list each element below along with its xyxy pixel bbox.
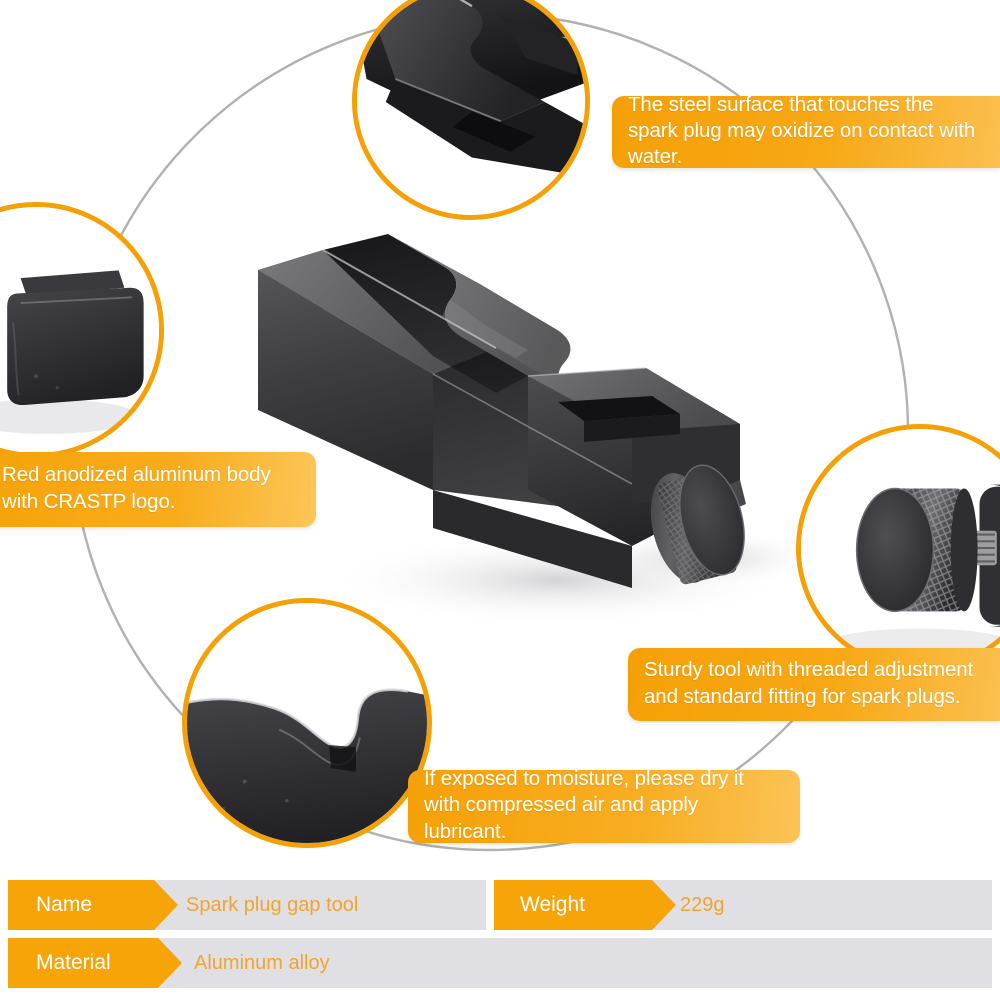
callout-label-left: Red anodized aluminum body with CRASTP l… xyxy=(0,452,316,527)
zoom-callout-top xyxy=(352,0,590,220)
spec-key-material: Material xyxy=(8,938,182,988)
zoom-callout-right xyxy=(796,424,1000,672)
spec-table-row: Material Aluminum alloy xyxy=(8,938,992,988)
zoom-callout-bottom xyxy=(182,598,432,848)
spec-table: Name Spark plug gap tool Weight 229g Mat… xyxy=(8,880,992,996)
callout-label-top: The steel surface that touches the spark… xyxy=(612,93,1000,168)
callout-label-bottom: If exposed to moisture, please dry it wi… xyxy=(408,767,800,843)
product-photo-main xyxy=(258,234,808,626)
closeup-knurled-knob-photo xyxy=(801,429,1000,667)
spec-key-weight: Weight xyxy=(494,880,676,930)
callout-label-top-text: The steel surface that touches the spark… xyxy=(628,92,976,169)
callout-label-right: Sturdy tool with threaded adjustment and… xyxy=(628,648,1000,721)
callout-label-right-text: Sturdy tool with threaded adjustment and… xyxy=(644,658,974,708)
closeup-steel-contact-surface-photo xyxy=(357,0,585,215)
spec-key-name: Name xyxy=(8,880,178,930)
spec-table-row: Name Spark plug gap tool Weight 229g xyxy=(8,880,992,930)
closeup-curved-jaw-photo xyxy=(187,603,427,843)
spec-value-material: Aluminum alloy xyxy=(194,951,330,974)
spec-value-name: Spark plug gap tool xyxy=(186,893,359,916)
callout-label-left-text: Red anodized aluminum body with CRASTP l… xyxy=(2,463,271,513)
callout-label-bottom-text: If exposed to moisture, please dry it wi… xyxy=(424,767,744,843)
zoom-callout-left xyxy=(0,202,164,458)
spec-value-weight: 229g xyxy=(680,893,725,916)
closeup-anodized-body-end-photo xyxy=(0,207,159,453)
